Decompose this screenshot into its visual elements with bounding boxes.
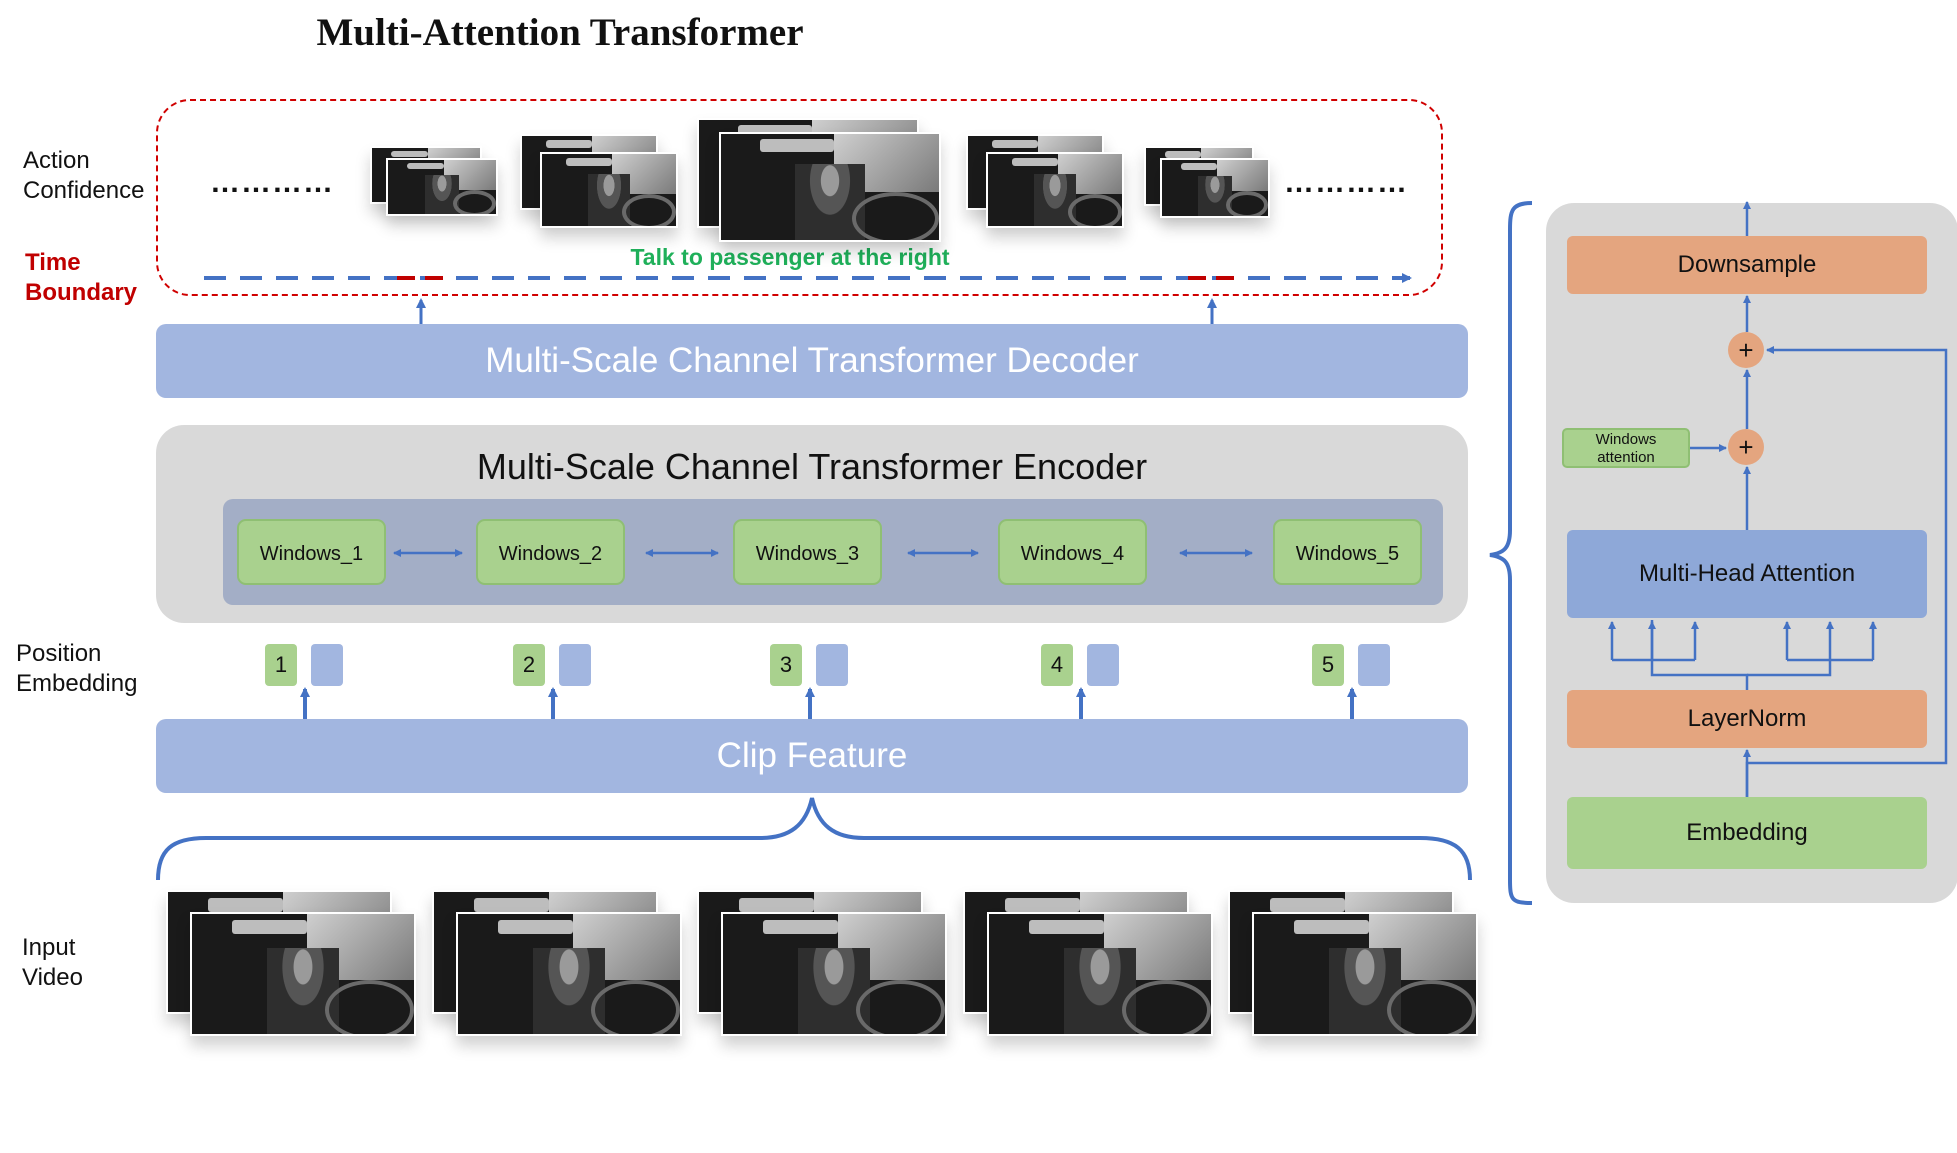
confidence-frames-3 xyxy=(697,118,943,242)
video-frame xyxy=(456,912,682,1036)
position-token-5 xyxy=(1358,644,1390,686)
residual-add-upper: + xyxy=(1728,332,1764,368)
confidence-frames-1 xyxy=(370,146,500,216)
action-class-text: Talk to passenger at the right xyxy=(630,244,950,270)
position-number-1: 1 xyxy=(265,644,297,686)
position-embedding-line1: Position xyxy=(16,640,102,667)
windows-attention-line1: Windows xyxy=(1595,431,1657,448)
input-video-line1: Input xyxy=(22,934,76,961)
window-block-5: Windows_5 xyxy=(1273,519,1422,585)
video-frame xyxy=(1252,912,1478,1036)
video-frame xyxy=(721,912,947,1036)
position-number-5: 5 xyxy=(1312,644,1344,686)
position-number-3: 3 xyxy=(770,644,802,686)
action-confidence-region xyxy=(156,99,1443,296)
diagram-title: Multi-Attention Transformer xyxy=(316,11,804,54)
input-frames-4 xyxy=(963,890,1215,1036)
downsample-block: Downsample xyxy=(1567,236,1927,294)
action-confidence-line1: Action xyxy=(23,147,90,174)
detail-panel-connectors xyxy=(1608,201,1948,797)
confidence-frames-4 xyxy=(966,134,1126,230)
ellipsis-right: ………… xyxy=(1284,166,1408,199)
action-confidence-line2: Confidence xyxy=(23,177,145,204)
position-token-2 xyxy=(559,644,591,686)
layernorm-block: LayerNorm xyxy=(1567,690,1927,748)
embedding-block: Embedding xyxy=(1567,797,1927,869)
video-frame xyxy=(540,152,678,228)
input-frames-5 xyxy=(1228,890,1480,1036)
windows-attention-block: Windows attention xyxy=(1562,428,1690,468)
time-boundary-line2: Boundary xyxy=(25,279,138,306)
detail-brace xyxy=(1489,201,1533,905)
window-block-2: Windows_2 xyxy=(476,519,625,585)
video-frame xyxy=(1160,158,1270,218)
windows-attention-add: + xyxy=(1728,429,1764,465)
input-video-brace xyxy=(156,797,1472,881)
position-token-1 xyxy=(311,644,343,686)
video-frame xyxy=(719,132,941,242)
time-boundary-label: Time Boundary xyxy=(25,248,137,308)
position-number-4: 4 xyxy=(1041,644,1073,686)
windows-attention-line2: attention xyxy=(1597,449,1655,466)
input-frames-1 xyxy=(166,890,418,1036)
position-token-3 xyxy=(816,644,848,686)
window-block-3: Windows_3 xyxy=(733,519,882,585)
input-video-label: Input Video xyxy=(22,933,83,993)
action-confidence-label: Action Confidence xyxy=(23,146,144,206)
input-frames-3 xyxy=(697,890,949,1036)
position-embedding-line2: Embedding xyxy=(16,670,138,697)
video-frame xyxy=(987,912,1213,1036)
position-number-2: 2 xyxy=(513,644,545,686)
position-embedding-label: Position Embedding xyxy=(16,639,137,699)
ellipsis-left: ………… xyxy=(210,166,334,199)
video-frame xyxy=(386,158,498,216)
position-token-4 xyxy=(1087,644,1119,686)
video-frame xyxy=(986,152,1124,228)
window-block-1: Windows_1 xyxy=(237,519,386,585)
input-video-line2: Video xyxy=(22,964,83,991)
confidence-frames-5 xyxy=(1144,146,1274,218)
clip-feature-bar: Clip Feature xyxy=(156,719,1468,793)
window-block-4: Windows_4 xyxy=(998,519,1147,585)
confidence-frames-2 xyxy=(520,134,680,230)
video-frame xyxy=(190,912,416,1036)
encoder-title: Multi-Scale Channel Transformer Encoder xyxy=(476,446,1148,487)
input-frames-2 xyxy=(432,890,684,1036)
time-boundary-line1: Time xyxy=(25,249,81,276)
decoder-bar: Multi-Scale Channel Transformer Decoder xyxy=(156,324,1468,398)
multi-head-attention-block: Multi-Head Attention xyxy=(1567,530,1927,618)
